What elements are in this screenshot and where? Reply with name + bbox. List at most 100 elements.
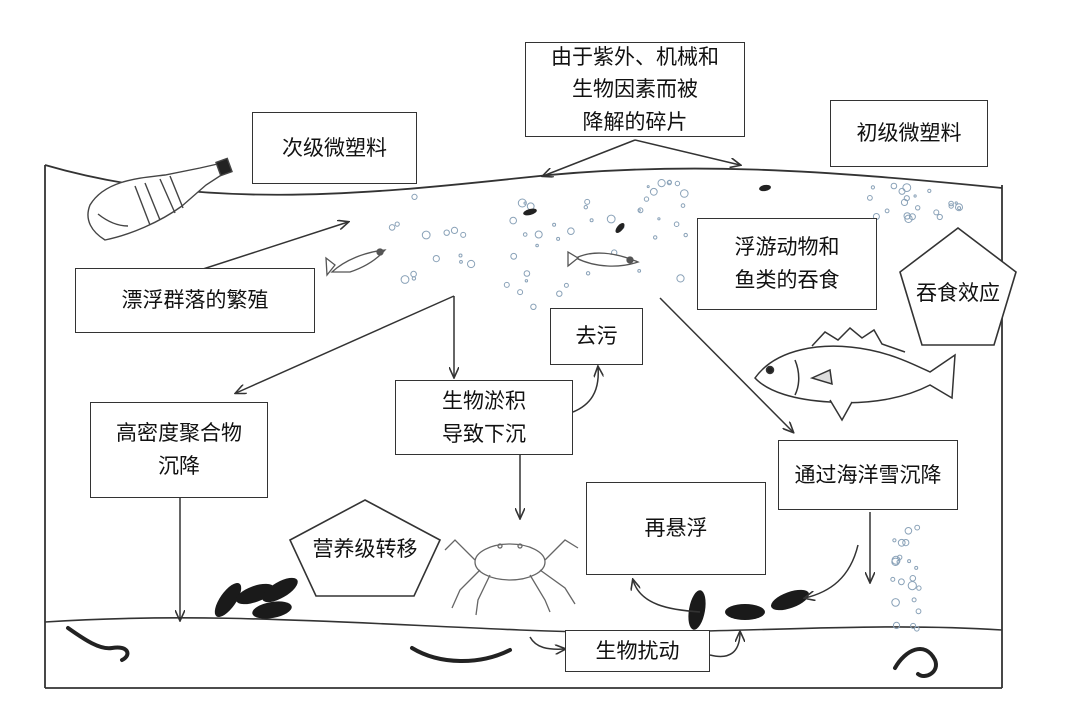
- microplastic-particle: [410, 270, 417, 278]
- microplastic-particle: [649, 187, 658, 196]
- mussel-icon: [262, 577, 298, 603]
- marine-snow-particle: [892, 538, 897, 543]
- microplastic-particle: [400, 275, 410, 284]
- microplastic-particle: [948, 200, 954, 207]
- plastic-bottle-icon: [87, 157, 233, 241]
- ingestion-effect-label: 吞食效应: [916, 281, 1000, 305]
- marine-snow-particle: [911, 597, 917, 603]
- microplastic-particle: [915, 205, 921, 211]
- microplastic-particle: [948, 203, 954, 209]
- primary-microplastics-box: 初级微塑料: [830, 100, 988, 167]
- mussel-icon: [236, 583, 274, 605]
- zooplankton-fish-ingestion-box: 浮游动物和 鱼类的吞食: [697, 218, 877, 310]
- fish-icon: [754, 326, 956, 422]
- degraded-fragments-line-3: 降解的碎片: [582, 109, 688, 134]
- microplastic-particle: [904, 214, 913, 224]
- microplastic-particle: [534, 230, 543, 239]
- microplastic-particle: [666, 180, 672, 186]
- microplastic-particle: [646, 185, 650, 189]
- process-arrows: [180, 139, 870, 658]
- marine-snow-particle: [914, 565, 919, 570]
- ingestion-effect-pentagon: [899, 226, 1017, 346]
- zooplankton-icon: [523, 184, 771, 233]
- microplastic-particle: [394, 221, 400, 227]
- resuspension-label: 再悬浮: [644, 516, 708, 541]
- marine-snow-particle: [897, 538, 906, 547]
- mussel-icon: [725, 604, 765, 620]
- microplastic-particle: [583, 205, 588, 210]
- microplastic-particle: [460, 231, 467, 238]
- high-density-line-2: 沉降: [158, 454, 200, 478]
- microplastic-particle: [936, 213, 943, 221]
- biofouling-colonization-box: 漂浮群落的繁殖: [75, 268, 315, 333]
- biofouling-sinking-box: 生物淤积 导致下沉: [395, 380, 573, 455]
- resuspension-box: 再悬浮: [586, 482, 766, 575]
- marine-snow-particle: [910, 622, 917, 629]
- defouling-label: 去污: [575, 324, 618, 349]
- microplastic-particle: [637, 269, 642, 273]
- degraded-fragments-line-1: 由于紫外、机械和: [551, 44, 719, 69]
- mussel-icon: [771, 589, 809, 611]
- marine-snow-particle: [914, 524, 921, 531]
- microplastic-particle: [432, 255, 440, 263]
- marine-snow-sinking-label: 通过海洋雪沉降: [794, 462, 942, 487]
- microplastic-particle: [890, 182, 898, 190]
- marine-snow-particle: [891, 598, 900, 607]
- marine-snow-particle: [907, 581, 917, 591]
- fish-larva-icon: [325, 248, 387, 277]
- secondary-microplastics-box: 次级微塑料: [252, 112, 417, 184]
- marine-snow-particle: [902, 539, 910, 547]
- ingestion-line-1: 浮游动物和: [734, 235, 840, 260]
- microplastic-particle: [653, 235, 658, 240]
- microplastic-particle: [903, 212, 911, 220]
- mussel-icon: [688, 590, 706, 630]
- marine-snow-particle: [909, 575, 917, 582]
- microplastic-particle: [585, 271, 591, 276]
- microplastic-particle: [680, 203, 686, 208]
- marine-snow-particle: [914, 626, 920, 632]
- microplastic-particle: [673, 221, 680, 227]
- microplastic-particle: [927, 188, 932, 193]
- microplastic-particle: [676, 274, 685, 283]
- microplastic-particle: [556, 290, 563, 297]
- mussel-icon: [252, 601, 292, 619]
- microplastic-particle: [556, 236, 561, 241]
- microplastic-particles: [388, 179, 963, 310]
- microplastic-particle: [509, 216, 518, 225]
- microplastic-particle: [510, 252, 518, 260]
- microplastic-particle: [524, 279, 529, 283]
- marine-snow-particle: [916, 585, 922, 591]
- crab-icon: [444, 539, 579, 616]
- microplastic-particle: [955, 203, 963, 212]
- bioturbation-box: 生物扰动: [565, 630, 710, 672]
- degraded-fragments-box: 由于紫外、机械和 生物因素而被 降解的碎片: [525, 42, 745, 137]
- microplastic-particle: [584, 198, 591, 205]
- microplastic-particle: [657, 179, 666, 188]
- worm-icon: [66, 626, 938, 679]
- microplastic-particle: [683, 232, 688, 238]
- microplastic-particle: [957, 206, 962, 211]
- microplastic-particle: [503, 281, 510, 288]
- marine-snow-particle: [891, 555, 901, 565]
- marine-snow-particle: [915, 608, 922, 615]
- microplastic-particle: [674, 180, 681, 187]
- microplastic-particle: [517, 289, 524, 296]
- trophic-transfer-label: 营养级转移: [312, 537, 418, 561]
- bioturbation-label: 生物扰动: [595, 638, 680, 663]
- microplastic-particle: [657, 217, 661, 221]
- microplastic-particle: [443, 229, 450, 236]
- primary-microplastics-label: 初级微塑料: [856, 121, 962, 146]
- high-density-line-1: 高密度聚合物: [116, 421, 242, 446]
- microplastic-particle: [933, 209, 940, 216]
- microplastic-particle: [458, 253, 463, 258]
- microplastic-particle: [643, 196, 650, 202]
- microplastic-particle: [411, 276, 417, 281]
- trophic-transfer-pentagon: [288, 499, 442, 597]
- microplastic-particle: [522, 232, 528, 237]
- marine-snow-particle: [898, 578, 905, 586]
- microplastic-particle: [450, 226, 459, 234]
- microplastic-particle: [567, 227, 575, 235]
- secondary-microplastics-label: 次级微塑料: [282, 135, 387, 160]
- microplastic-particle: [517, 198, 527, 208]
